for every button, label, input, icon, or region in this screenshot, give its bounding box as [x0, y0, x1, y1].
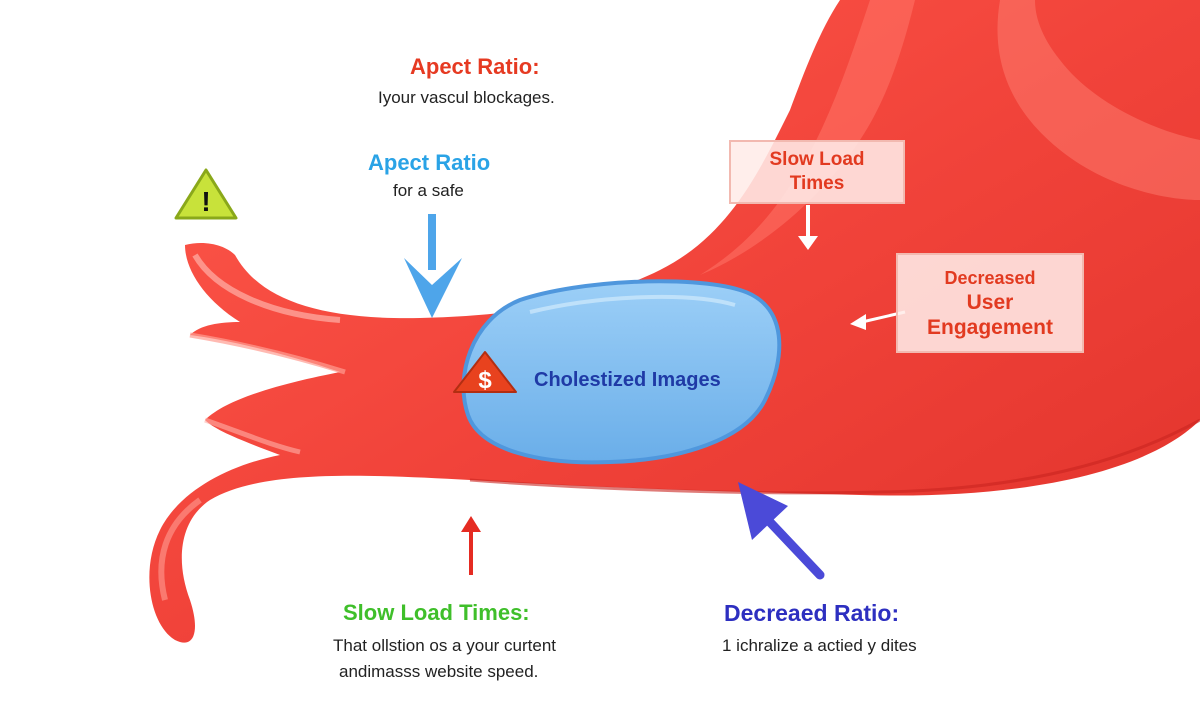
slow-load-line1: Slow Load: [769, 149, 865, 170]
red-up-arrow: [461, 516, 481, 575]
bottom-left-line1: That ollstion os a your curtent: [333, 636, 557, 655]
warning-symbol: !: [201, 186, 210, 217]
mid-heading-subtitle: for a safe: [393, 181, 464, 200]
bottom-right-title: Decreaed Ratio:: [724, 600, 900, 626]
top-heading-subtitle: Iyour vascul blockages.: [378, 88, 555, 107]
plaque-blob: [461, 279, 782, 465]
decreased-engagement-box: Decreased User Engagement: [896, 253, 1084, 353]
plaque-label: Cholestized Images: [534, 369, 721, 391]
engagement-line2: User: [966, 291, 1014, 314]
indigo-arrow: [738, 482, 825, 580]
slow-load-line2: Times: [789, 173, 845, 194]
engagement-line1: Decreased: [944, 268, 1036, 288]
bottom-right-line1: 1 ichralize a actied y dites: [722, 636, 917, 655]
bottom-left-line2: andimasss website speed.: [339, 662, 539, 681]
engagement-line3: Engagement: [926, 316, 1054, 339]
slow-load-arrow: [798, 205, 818, 250]
top-heading-title: Apect Ratio:: [410, 54, 540, 79]
dollar-symbol: $: [478, 367, 492, 394]
mid-heading-title: Apect Ratio: [368, 150, 491, 175]
blue-down-arrow: [404, 214, 462, 318]
warning-triangle-icon: !: [174, 168, 238, 220]
slow-load-times-box: Slow Load Times: [729, 140, 905, 204]
bottom-left-title: Slow Load Times:: [343, 600, 530, 625]
dollar-warning-icon: $: [453, 351, 517, 394]
